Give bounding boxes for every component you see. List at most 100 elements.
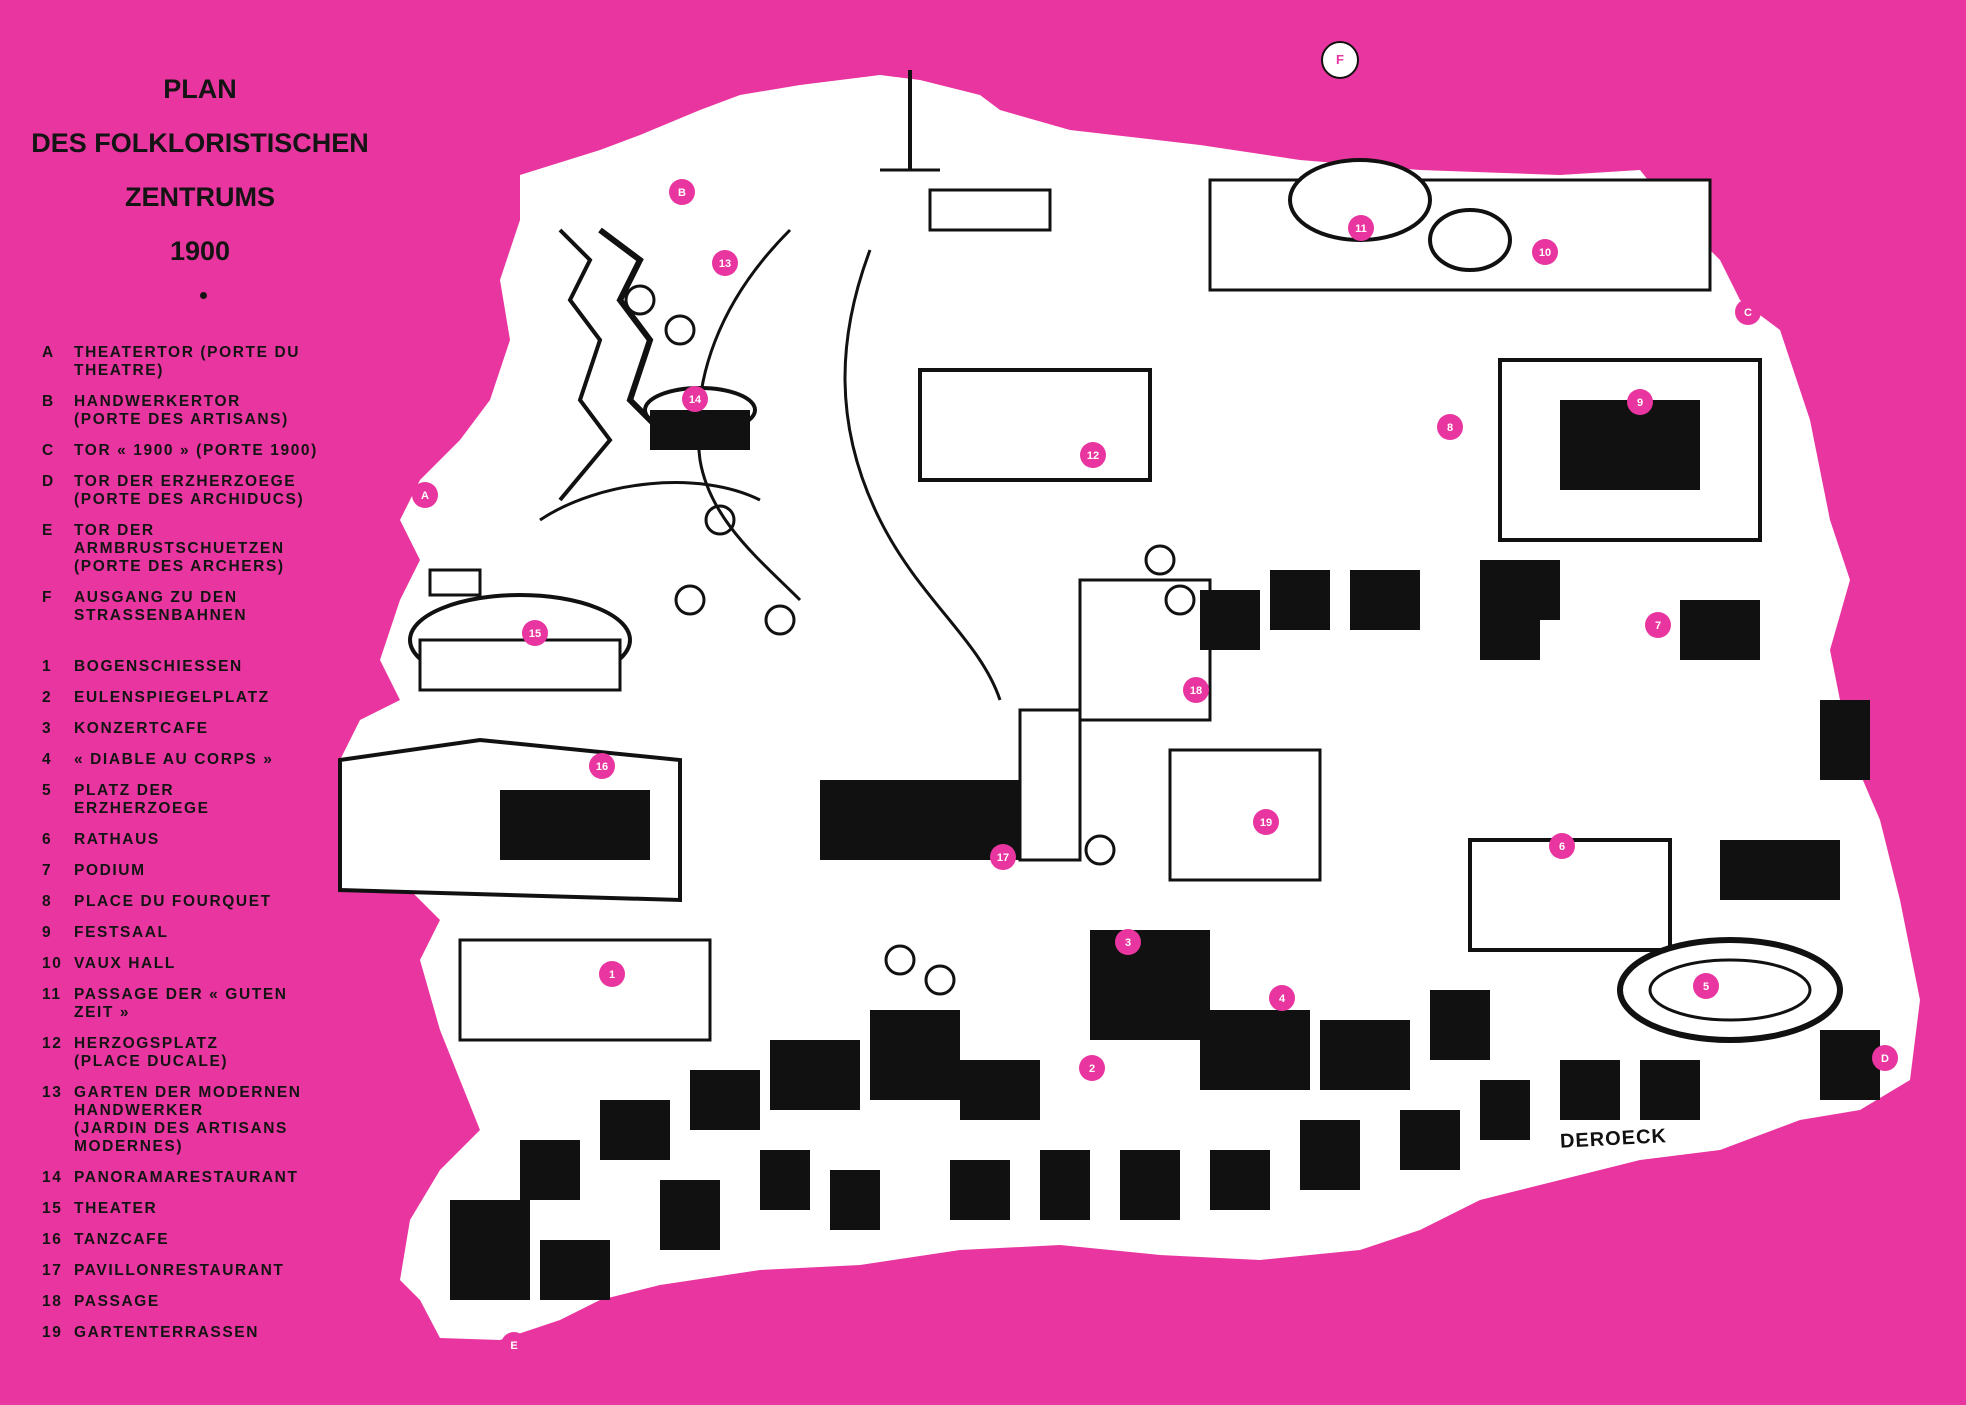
building xyxy=(770,1040,860,1110)
title-line: ZENTRUMS xyxy=(125,182,275,212)
map-marker-e: E xyxy=(501,1332,527,1358)
marker-label: D xyxy=(1881,1053,1889,1065)
marker-circle xyxy=(1079,1055,1105,1081)
archery-range xyxy=(458,938,712,1042)
map-illustration xyxy=(338,70,1880,1300)
ducal-building xyxy=(918,368,1152,482)
legend-label: PASSAGE DER « GUTEN ZEIT » xyxy=(74,986,288,1021)
legend-key: 15 xyxy=(42,1200,63,1217)
legend-label: BOGENSCHIESSEN xyxy=(74,658,243,675)
legend-item: 15 THEATER xyxy=(42,1200,342,1218)
dome xyxy=(1428,208,1512,272)
marker-circle xyxy=(682,386,708,412)
marker-label: B xyxy=(678,187,686,199)
legend-label: THEATER xyxy=(74,1200,158,1217)
map-marker-6: 6 xyxy=(1549,833,1575,859)
festsaal-roof xyxy=(1560,400,1700,490)
marker-circle xyxy=(412,482,438,508)
building xyxy=(1400,1110,1460,1170)
map-marker-13: 13 xyxy=(712,250,738,276)
marker-circle xyxy=(599,961,625,987)
pavilion-restaurant xyxy=(1018,708,1082,862)
map-marker-f: F xyxy=(1321,41,1359,79)
legend-label: THEATERTOR (PORTE DU THEATRE) xyxy=(74,344,301,379)
legend-label: TOR DER ARMBRUSTSCHUETZEN (PORTE DES ARC… xyxy=(74,522,285,575)
map-marker-17: 17 xyxy=(990,844,1016,870)
path-line xyxy=(696,228,802,602)
building xyxy=(660,1180,720,1250)
marker-circle xyxy=(1872,1045,1898,1071)
legend-key: 8 xyxy=(42,893,53,910)
legend-label: HERZOGSPLATZ (PLACE DUCALE) xyxy=(74,1035,229,1070)
marker-circle xyxy=(1549,833,1575,859)
title-dot xyxy=(200,292,207,299)
legend-label: PAVILLONRESTAURANT xyxy=(74,1262,285,1279)
harbour xyxy=(820,780,1020,860)
legend-key: 9 xyxy=(42,924,53,941)
legend-item: E TOR DER ARMBRUSTSCHUETZEN (PORTE DES AR… xyxy=(42,522,342,576)
building xyxy=(1820,1030,1880,1100)
legend-label: PLATZ DER ERZHERZOEGE xyxy=(74,782,210,817)
marker-circle xyxy=(1735,299,1761,325)
building xyxy=(1040,1150,1090,1220)
map-marker-11: 11 xyxy=(1348,215,1374,241)
building xyxy=(1640,1060,1700,1120)
marker-circle xyxy=(712,250,738,276)
legend-key: 4 xyxy=(42,751,53,768)
map-marker-5: 5 xyxy=(1693,973,1719,999)
marker-label: 1 xyxy=(609,969,615,981)
panorama-base xyxy=(650,410,750,450)
legend-label: TOR DER ERZHERZOEGE (PORTE DES ARCHIDUCS… xyxy=(74,473,305,508)
legend-label: PLACE DU FOURQUET xyxy=(74,893,272,910)
tree xyxy=(1144,544,1176,576)
legend-key: 6 xyxy=(42,831,53,848)
tree xyxy=(674,584,706,616)
building xyxy=(1430,990,1490,1060)
legend-key: 16 xyxy=(42,1231,63,1248)
map-marker-d: D xyxy=(1872,1045,1898,1071)
archduke-square-inner xyxy=(1648,958,1812,1022)
building xyxy=(1560,1060,1620,1120)
legend-key: 19 xyxy=(42,1324,63,1341)
marker-circle xyxy=(669,179,695,205)
marker-label: A xyxy=(421,490,429,502)
building xyxy=(760,1150,810,1210)
legend-key: E xyxy=(42,522,54,539)
tree xyxy=(624,284,656,316)
legend-key: 10 xyxy=(42,955,63,972)
tree xyxy=(704,504,736,536)
map-title: PLAN DES FOLKLORISTISCHEN ZENTRUMS 1900 xyxy=(30,62,370,278)
legend-label: VAUX HALL xyxy=(74,955,176,972)
marker-label: C xyxy=(1744,307,1752,319)
tree xyxy=(1164,584,1196,616)
map-marker-8: 8 xyxy=(1437,414,1463,440)
map-marker-12: 12 xyxy=(1080,442,1106,468)
legend-key: 12 xyxy=(42,1035,63,1052)
legend-label: PASSAGE xyxy=(74,1293,160,1310)
marker-circle xyxy=(1269,985,1295,1011)
marker-label: 10 xyxy=(1539,247,1551,259)
marker-label: F xyxy=(1336,52,1344,67)
marker-circle xyxy=(1115,929,1141,955)
building xyxy=(1720,840,1840,900)
legend-key: 18 xyxy=(42,1293,63,1310)
building xyxy=(450,1200,530,1300)
marker-label: 15 xyxy=(529,628,541,640)
marker-circle xyxy=(1627,389,1653,415)
map-marker-1: 1 xyxy=(599,961,625,987)
legend-key: C xyxy=(42,442,55,459)
marker-label: 11 xyxy=(1355,223,1367,235)
building xyxy=(1300,1120,1360,1190)
building xyxy=(1210,1150,1270,1210)
map-marker-c: C xyxy=(1735,299,1761,325)
kiosk xyxy=(428,568,482,597)
legend-item: 18 PASSAGE xyxy=(42,1293,342,1311)
